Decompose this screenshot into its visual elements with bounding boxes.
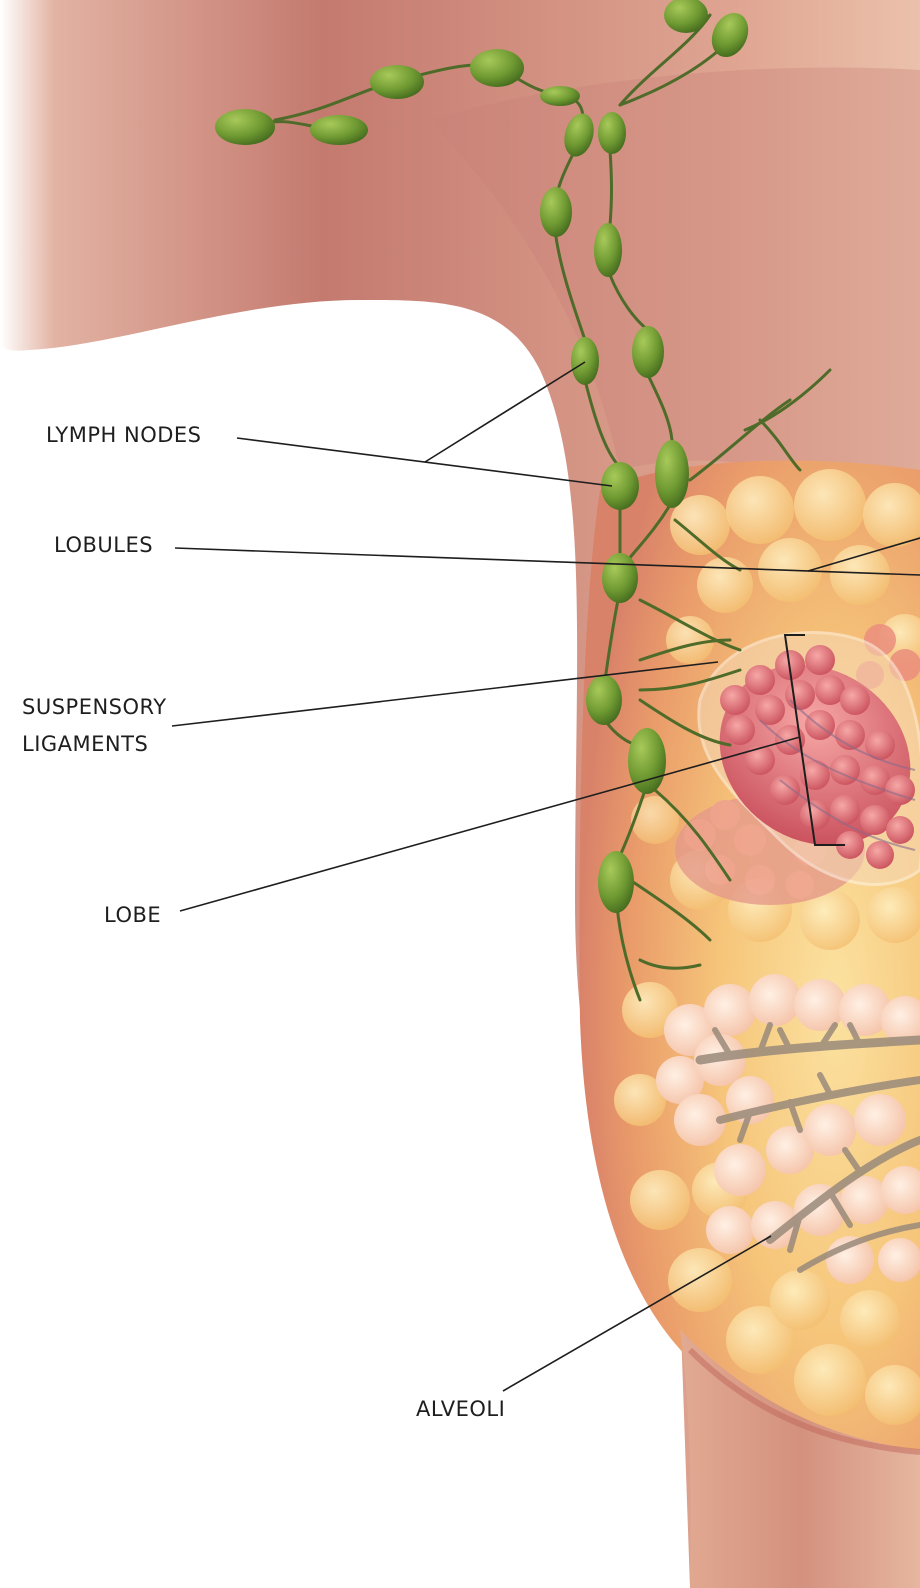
label-suspensory-ligaments-line2: LIGAMENTS — [22, 726, 167, 763]
leader-line-lymph-nodes — [237, 438, 612, 486]
label-suspensory-ligaments-line1: SUSPENSORY — [22, 689, 167, 726]
label-alveoli: ALVEOLI — [416, 1391, 505, 1428]
label-lobules: LOBULES — [54, 527, 153, 564]
label-lymph-nodes: LYMPH NODES — [46, 417, 202, 454]
label-lobe: LOBE — [104, 897, 161, 934]
label-suspensory-ligaments: SUSPENSORY LIGAMENTS — [22, 689, 167, 763]
